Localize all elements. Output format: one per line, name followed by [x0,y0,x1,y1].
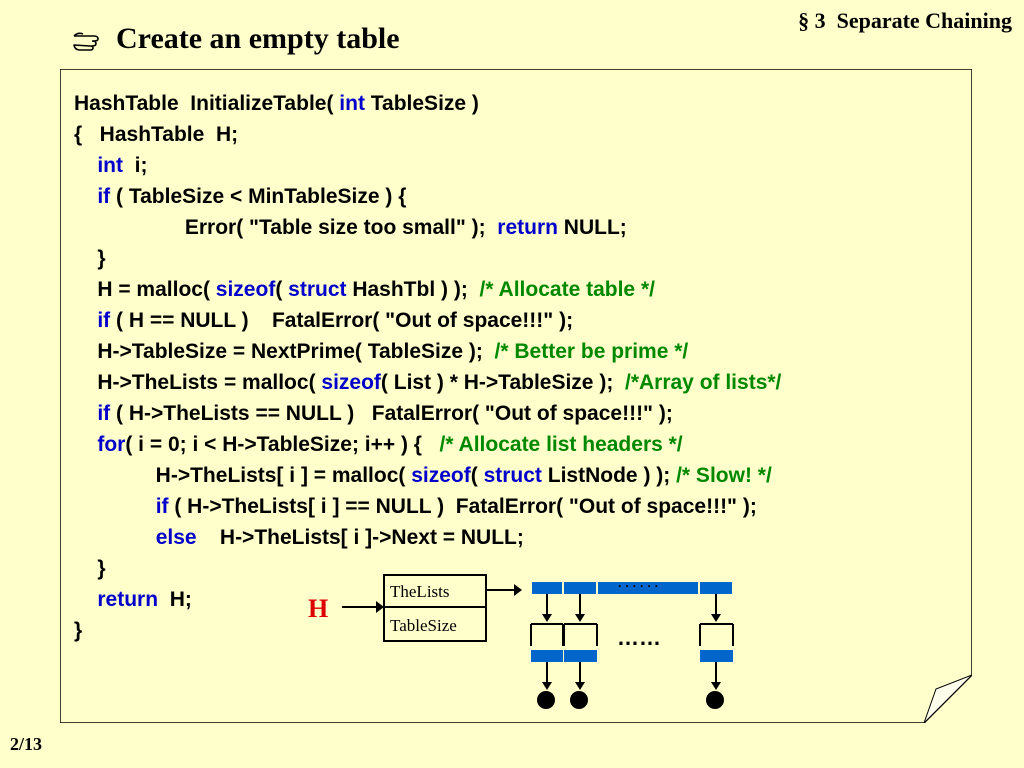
code-text [74,309,97,332]
code-line: if ( H->TheLists == NULL ) FatalError( "… [74,398,781,429]
code-keyword: else [155,526,197,549]
code-text: H = malloc( [74,278,216,301]
code-text: } [74,619,83,642]
code-keyword: for [97,433,126,456]
code-listing: HashTable InitializeTable( int TableSize… [74,88,781,646]
page-number: 2/13 [10,734,43,754]
code-text: H->TheLists[ i ] = malloc( [74,464,412,487]
section-title: § 3 Separate Chaining [798,8,1012,33]
code-line: HashTable InitializeTable( int TableSize… [74,88,781,119]
code-note-frame [60,69,972,723]
code-keyword: int [339,92,365,115]
code-text: ( H == NULL ) FatalError( "Out of space!… [110,309,574,332]
code-comment: /* Allocate list headers */ [439,433,683,456]
code-line: else H->TheLists[ i ]->Next = NULL; [74,522,781,553]
code-line: H->TheLists[ i ] = malloc( sizeof( struc… [74,460,781,491]
code-text: H->TheLists = malloc( [74,371,322,394]
slide-title: Create an empty table [72,22,400,56]
code-keyword: sizeof [411,464,471,487]
code-keyword: struct [288,278,347,301]
code-line: int i; [74,150,781,181]
code-keyword: if [97,402,111,425]
code-text: ( List ) * H->TableSize ); [380,371,625,394]
code-keyword: return [97,588,159,611]
code-comment: /* Allocate table */ [479,278,655,301]
code-line: if ( H == NULL ) FatalError( "Out of spa… [74,305,781,336]
code-text: H->TheLists[ i ]->Next = NULL; [196,526,524,549]
code-text: ( H->TheLists == NULL ) FatalError( "Out… [110,402,673,425]
code-line: H = malloc( sizeof( struct HashTbl ) ); … [74,274,781,305]
code-keyword: if [97,309,111,332]
code-comment: /* Slow! */ [676,464,772,487]
code-text: TableSize ) [364,92,479,115]
code-text: ListNode ) ); [541,464,677,487]
code-comment: /* Better be prime */ [494,340,689,363]
code-text: } [74,557,106,580]
code-text: HashTbl ) ); [346,278,480,301]
code-text: HashTable InitializeTable( [74,92,340,115]
pointing-hand-icon [73,32,99,51]
code-line: return H; [74,584,781,615]
code-text: ( [470,464,484,487]
code-line: H->TableSize = NextPrime( TableSize ); /… [74,336,781,367]
code-line: H->TheLists = malloc( sizeof( List ) * H… [74,367,781,398]
code-keyword: return [497,216,558,239]
code-text: ( H->TheLists[ i ] == NULL ) FatalError(… [168,495,757,518]
code-line: if ( H->TheLists[ i ] == NULL ) FatalErr… [74,491,781,522]
code-line: if ( TableSize < MinTableSize ) { [74,181,781,212]
code-line: } [74,615,781,646]
code-line: { HashTable H; [74,119,781,150]
code-text: } [74,247,106,270]
code-keyword: if [155,495,169,518]
code-text [74,495,156,518]
code-line: for( i = 0; i < H->TableSize; i++ ) { /*… [74,429,781,460]
code-keyword: sizeof [321,371,381,394]
code-text [74,588,97,611]
code-text: i; [123,154,148,177]
code-keyword: sizeof [215,278,276,301]
code-text: { HashTable H; [74,123,239,146]
code-text: ( i = 0; i < H->TableSize; i++ ) { [125,433,440,456]
code-line: } [74,553,781,584]
code-text: H; [158,588,192,611]
code-text: ( [275,278,289,301]
code-text: NULL; [557,216,627,239]
code-keyword: if [97,185,111,208]
slide-title-text: Create an empty table [116,22,400,55]
code-line: } [74,243,781,274]
code-text [74,526,156,549]
code-keyword: int [97,154,123,177]
code-keyword: struct [483,464,542,487]
code-comment: /*Array of lists*/ [624,371,782,394]
code-text: ( TableSize < MinTableSize ) { [110,185,407,208]
code-text: Error( "Table size too small" ); [74,216,498,239]
code-text [74,433,97,456]
code-text [74,402,97,425]
code-text [74,185,97,208]
code-line: Error( "Table size too small" ); return … [74,212,781,243]
code-text: H->TableSize = NextPrime( TableSize ); [74,340,495,363]
code-text [74,154,97,177]
